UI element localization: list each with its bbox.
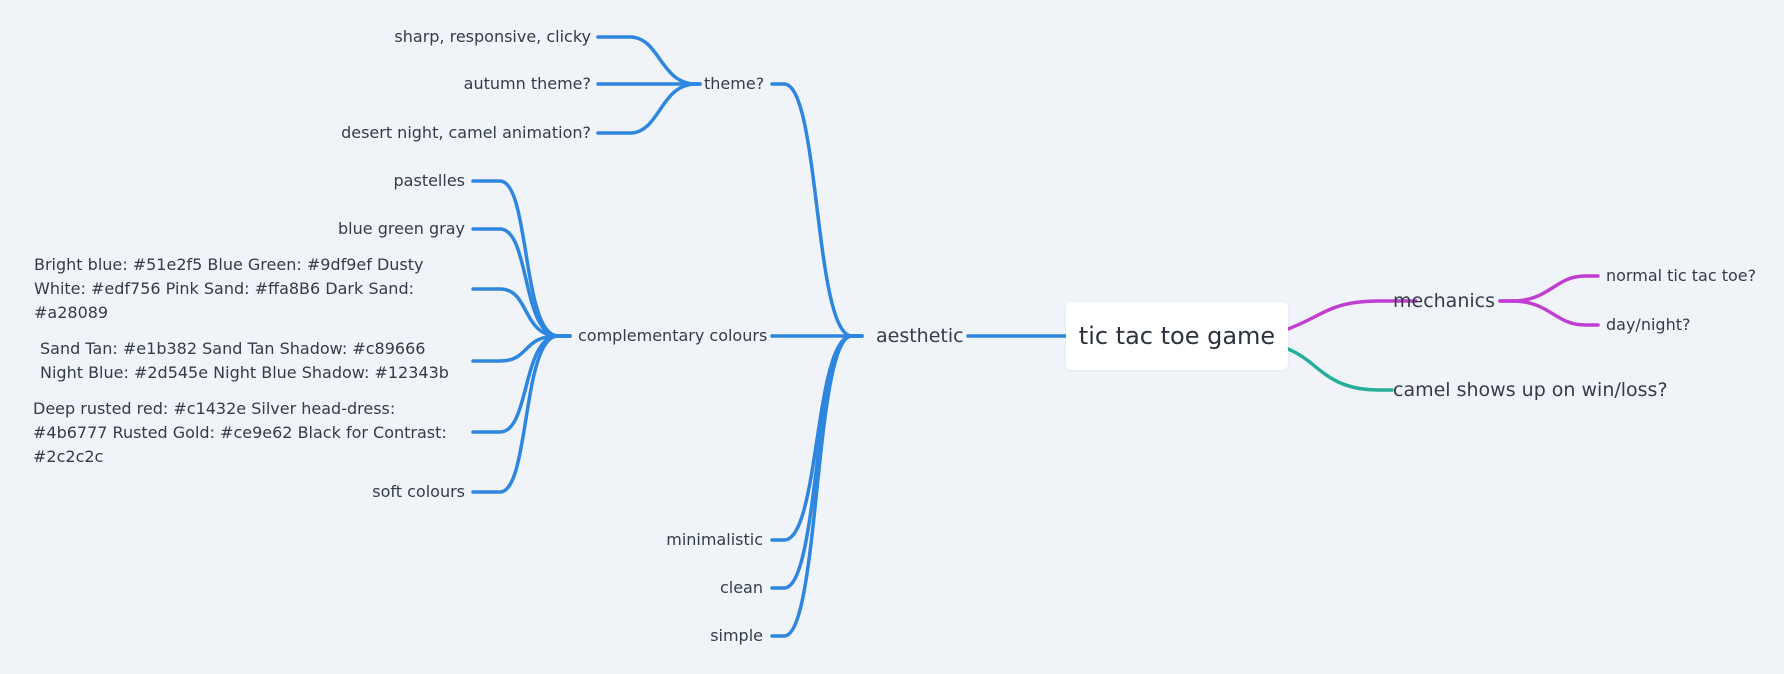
node-colour-item[interactable]: pastelles xyxy=(393,171,465,190)
link-root-mechanics xyxy=(1286,299,1418,331)
node-style-item[interactable]: minimalistic xyxy=(666,530,763,549)
root-node-label: tic tac toe game xyxy=(1078,322,1276,350)
node-colour-item[interactable]: Bright blue: #51e2f5 Blue Green: #9df9ef… xyxy=(34,255,424,322)
root-node[interactable]: tic tac toe game xyxy=(1066,302,1288,370)
node-camel[interactable]: camel shows up on win/loss? xyxy=(1393,379,1668,401)
node-mechanics-item[interactable]: day/night? xyxy=(1606,315,1691,334)
link-mech-item-1 xyxy=(1498,299,1600,327)
link-mech-item-0 xyxy=(1498,274,1600,303)
link-theme-item-0 xyxy=(596,35,702,86)
link-aesthetic-theme xyxy=(770,82,864,338)
node-colour-item[interactable]: soft colours xyxy=(372,482,465,501)
node-theme-item[interactable]: desert night, camel animation? xyxy=(341,123,591,142)
link-comp-item-4 xyxy=(471,334,572,434)
link-comp-item-2 xyxy=(471,287,572,338)
link-comp-item-3 xyxy=(471,334,572,363)
link-theme-item-2 xyxy=(596,82,702,135)
node-colour-item[interactable]: Sand Tan: #e1b382 Sand Tan Shadow: #c896… xyxy=(40,339,449,382)
node-theme[interactable]: theme? xyxy=(704,74,765,93)
link-aesthetic-simple xyxy=(770,334,864,638)
link-root-camel xyxy=(1286,347,1394,392)
node-style-item[interactable]: clean xyxy=(719,578,763,597)
node-complementary-colours[interactable]: complementary colours xyxy=(578,326,768,345)
link-aesthetic-clean xyxy=(770,334,864,590)
link-comp-item-5 xyxy=(471,334,572,494)
link-comp-item-1 xyxy=(471,227,572,338)
node-theme-item[interactable]: sharp, responsive, clicky xyxy=(394,27,591,46)
node-mechanics-item[interactable]: normal tic tac toe? xyxy=(1606,266,1757,285)
node-mechanics[interactable]: mechanics xyxy=(1393,290,1495,312)
node-colour-item[interactable]: blue green gray xyxy=(338,219,465,238)
node-aesthetic[interactable]: aesthetic xyxy=(876,325,964,347)
link-aesthetic-minimalistic xyxy=(770,334,864,542)
node-colour-item[interactable]: Deep rusted red: #c1432e Silver head-dre… xyxy=(33,399,447,466)
node-style-item[interactable]: simple xyxy=(710,626,763,645)
node-theme-item[interactable]: autumn theme? xyxy=(463,74,591,93)
